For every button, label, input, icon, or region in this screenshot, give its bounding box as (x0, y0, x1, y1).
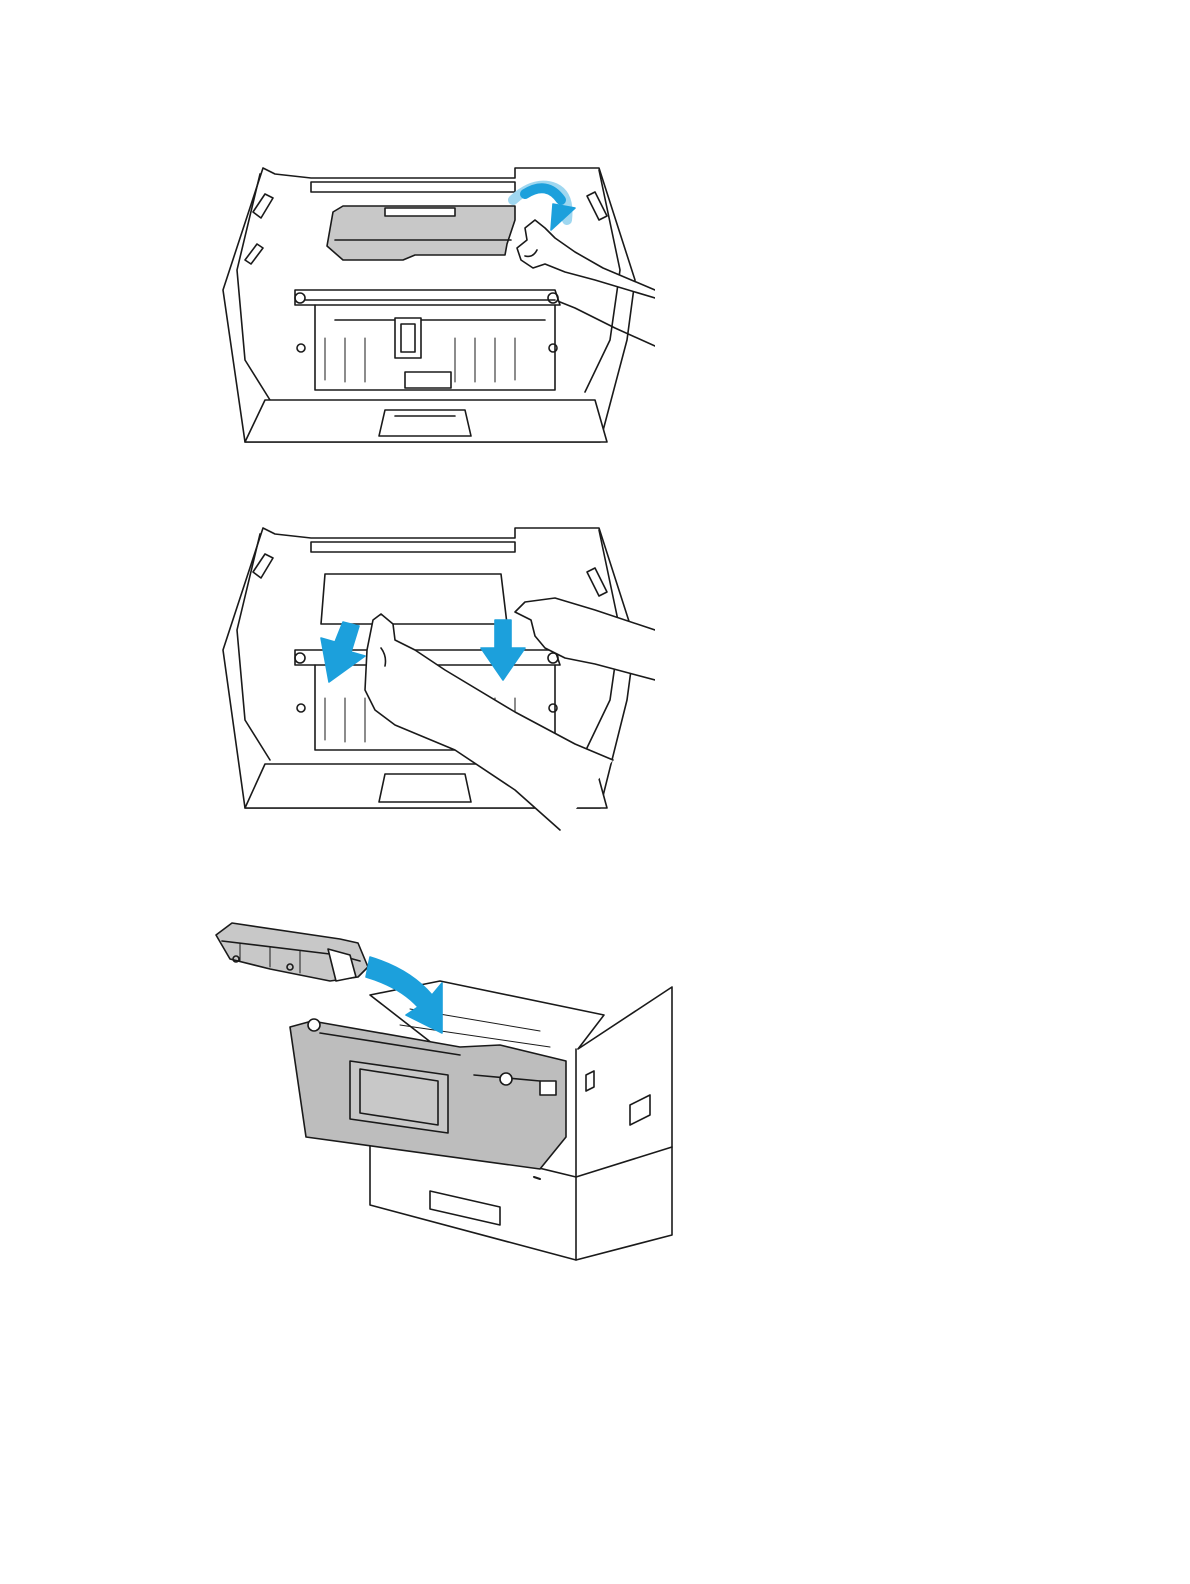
printer-insert-toner-cartridge-illustration (210, 915, 680, 1265)
printer-lever-figure (215, 160, 655, 455)
printer-remove-jammed-paper-illustration (215, 520, 655, 835)
printer-paper-figure (215, 520, 655, 835)
printer-open-release-lever-illustration (215, 160, 655, 455)
printer-insert-figure (210, 915, 680, 1265)
